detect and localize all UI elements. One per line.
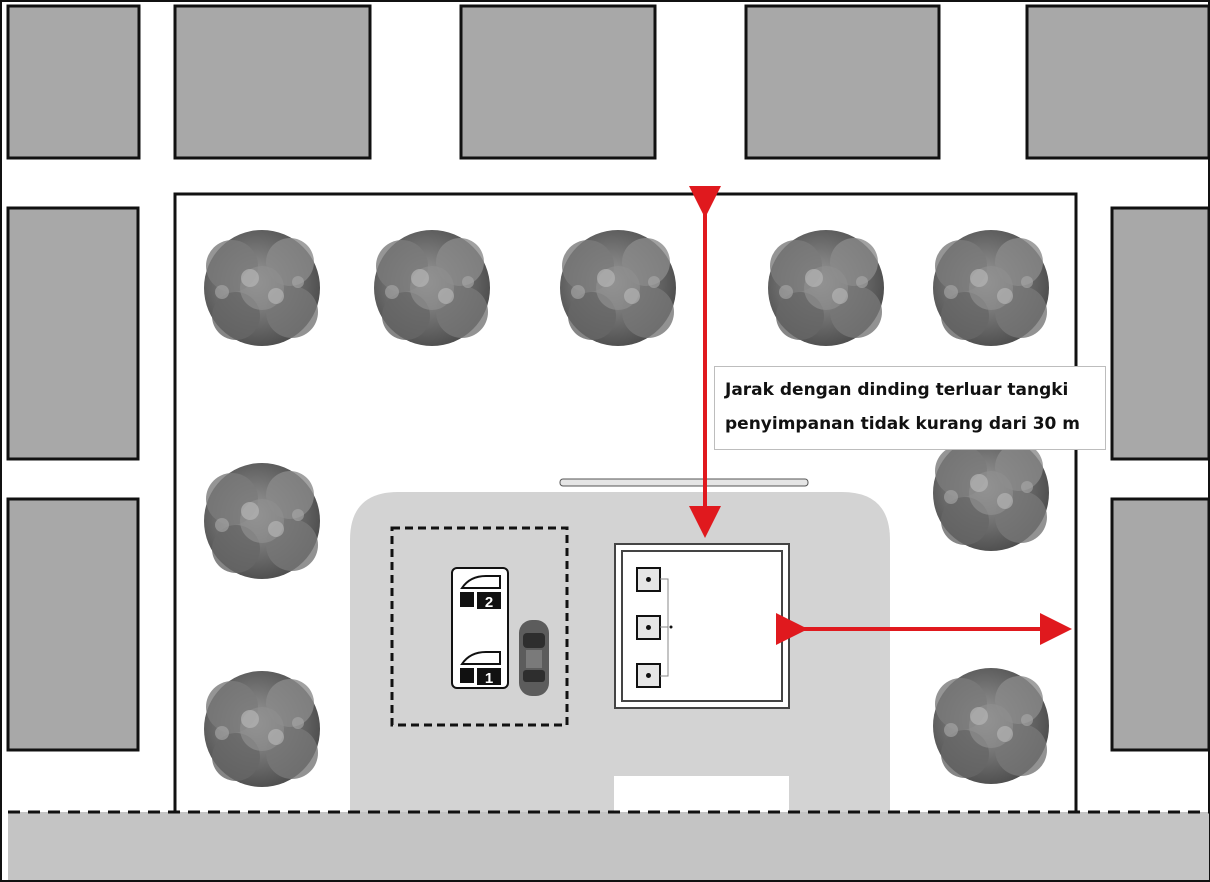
pump-number: 2 <box>485 594 493 611</box>
building <box>1110 497 1210 752</box>
building <box>1025 4 1210 160</box>
building <box>6 497 140 752</box>
canopy-line <box>559 478 809 487</box>
tank-icon <box>636 663 661 688</box>
annotation-line-1: Jarak dengan dinding terluar tangki <box>725 380 1069 400</box>
distance-annotation: Jarak dengan dinding terluar tangki peny… <box>714 366 1106 450</box>
tree-icon <box>204 463 320 579</box>
tree-icon <box>204 230 320 346</box>
building <box>1110 206 1210 461</box>
tank-icon <box>636 615 661 640</box>
tree-icon <box>933 435 1049 551</box>
tree-icon <box>933 668 1049 784</box>
building <box>459 4 657 160</box>
entrance <box>614 776 789 812</box>
tank-pipes <box>660 578 669 677</box>
building <box>173 4 372 160</box>
annotation-line-2: penyimpanan tidak kurang dari 30 m <box>725 414 1080 434</box>
tree-icon <box>768 230 884 346</box>
building <box>6 4 141 160</box>
site-boundary <box>173 192 1078 812</box>
road <box>8 812 1209 880</box>
tree-icon <box>933 230 1049 346</box>
car-icon <box>519 620 549 696</box>
tank-icon <box>636 567 661 592</box>
building <box>744 4 941 160</box>
fuel-pump-icon <box>460 651 501 685</box>
fuel-pump-icon <box>460 575 501 609</box>
tree-icon <box>374 230 490 346</box>
dispenser-area <box>390 526 569 727</box>
tree-icon <box>204 671 320 787</box>
building <box>6 206 140 461</box>
tree-icon <box>560 230 676 346</box>
pump-number: 1 <box>485 670 493 687</box>
